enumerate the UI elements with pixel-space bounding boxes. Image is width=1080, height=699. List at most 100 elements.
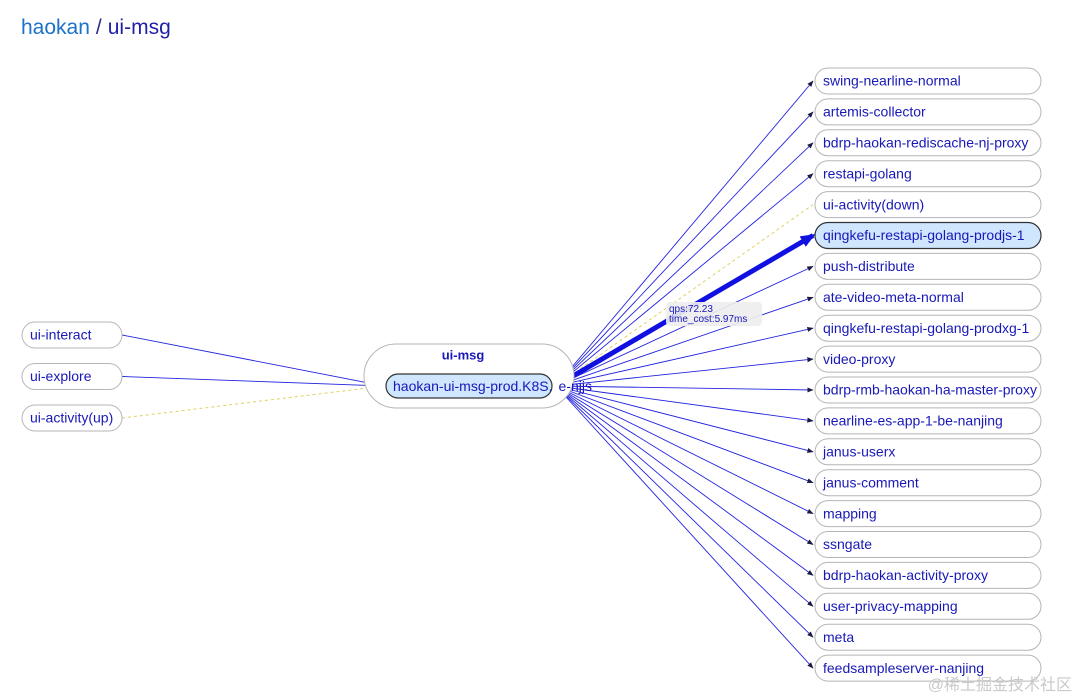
breadcrumb-separator: / xyxy=(95,16,102,39)
downstream-node-restapi-golang[interactable]: restapi-golang xyxy=(814,160,1042,188)
node-label: user-privacy-mapping xyxy=(823,598,958,614)
node-box[interactable] xyxy=(814,283,1042,311)
node-label: push-distribute xyxy=(823,258,915,274)
edge-tooltip: qps:72.23 time_cost:5.97ms xyxy=(666,302,762,326)
node-box[interactable] xyxy=(814,252,1042,280)
downstream-node-mapping[interactable]: mapping xyxy=(814,500,1042,528)
breadcrumb-current: ui-msg xyxy=(107,16,171,39)
downstream-node-janus-comment[interactable]: janus-comment xyxy=(814,469,1042,497)
downstream-node-bdrp-rmb-haokan-ha-master-proxy[interactable]: bdrp-rmb-haokan-ha-master-proxy xyxy=(814,376,1042,404)
downstream-node-bdrp-haokan-rediscache-nj-proxy[interactable]: bdrp-haokan-rediscache-nj-proxy xyxy=(814,129,1042,157)
downstream-node-bdrp-haokan-activity-proxy[interactable]: bdrp-haokan-activity-proxy xyxy=(814,561,1042,589)
node-label: ui-activity(up) xyxy=(30,410,113,426)
downstream-node-meta[interactable]: meta xyxy=(814,623,1042,651)
upstream-node-ui-activity-up[interactable]: ui-activity(up) xyxy=(21,404,123,432)
downstream-node-ssngate[interactable]: ssngate xyxy=(814,531,1042,558)
node-box[interactable] xyxy=(814,345,1042,373)
edge-center-to-ui-activity-down xyxy=(555,204,814,387)
upstream-node-ui-explore[interactable]: ui-explore xyxy=(21,363,123,390)
downstream-node-feedsampleserver-nanjing[interactable]: feedsampleserver-nanjing xyxy=(814,654,1042,682)
node-box[interactable] xyxy=(814,654,1042,682)
edge-center-to-mapping xyxy=(555,385,814,515)
downstream-node-ui-activity-down[interactable]: ui-activity(down) xyxy=(814,191,1042,219)
downstream-node-qingkefu-restapi-golang-prodjs-1[interactable]: qingkefu-restapi-golang-prodjs-1 xyxy=(814,221,1042,250)
node-label: meta xyxy=(823,629,854,645)
node-label: bdrp-haokan-rediscache-nj-proxy xyxy=(823,135,1028,151)
node-box[interactable] xyxy=(21,404,123,432)
downstream-nodes: swing-nearline-normal artemis-collector bd… xyxy=(814,67,1042,682)
node-box[interactable] xyxy=(814,531,1042,558)
edge-ui-interact-to-center xyxy=(121,334,385,388)
edge-tooltip-bg xyxy=(666,302,762,326)
node-label: mapping xyxy=(823,505,877,521)
node-box[interactable] xyxy=(814,191,1042,219)
node-box[interactable] xyxy=(814,623,1042,651)
node-box[interactable] xyxy=(814,67,1042,95)
breadcrumb: haokan/ui-msg xyxy=(21,14,171,42)
node-label: ui-explore xyxy=(30,368,92,384)
node-box[interactable] xyxy=(814,129,1042,157)
node-label: swing-nearline-normal xyxy=(823,73,961,89)
node-box[interactable] xyxy=(814,160,1042,188)
node-label: feedsampleserver-nanjing xyxy=(823,660,984,676)
node-box[interactable] xyxy=(814,500,1042,528)
downstream-node-nearline-es-app-1-be-nanjing[interactable]: nearline-es-app-1-be-nanjing xyxy=(814,407,1042,435)
edge-ui-explore-to-center xyxy=(121,376,385,389)
downstream-node-janus-userx[interactable]: janus-userx xyxy=(814,438,1042,466)
node-box[interactable] xyxy=(814,98,1042,126)
node-box[interactable] xyxy=(21,321,123,349)
downstream-node-swing-nearline-normal[interactable]: swing-nearline-normal xyxy=(814,67,1042,95)
upstream-nodes: ui-interact ui-explore ui-activity(up) xyxy=(21,321,123,432)
edge-center-to-meta xyxy=(555,385,814,638)
center-node-box[interactable] xyxy=(385,373,553,399)
edge-center-to-ssngate xyxy=(555,385,814,545)
node-label: ssngate xyxy=(823,536,872,552)
edge-center-to-feedsampleserver-nanjing xyxy=(555,385,814,669)
upstream-node-ui-interact[interactable]: ui-interact xyxy=(21,321,123,349)
node-box[interactable] xyxy=(814,469,1042,497)
edge-center-to-janus-comment xyxy=(555,385,814,484)
edge-center-to-artemis-collector xyxy=(555,111,814,387)
node-box[interactable] xyxy=(814,592,1042,620)
node-box[interactable] xyxy=(814,314,1042,342)
center-node-label[interactable]: haokan-ui-msg-prod.K8S.e-njjs xyxy=(393,378,592,394)
downstream-node-user-privacy-mapping[interactable]: user-privacy-mapping xyxy=(814,592,1042,620)
edge-tooltip-time-cost: time_cost:5.97ms xyxy=(669,314,747,325)
downstream-node-video-proxy[interactable]: video-proxy xyxy=(814,345,1042,373)
edge-center-to-nearline-es-app-1-be-nanjing xyxy=(555,385,814,423)
node-box[interactable] xyxy=(814,438,1042,466)
downstream-node-qingkefu-restapi-golang-prodxg-1[interactable]: qingkefu-restapi-golang-prodxg-1 xyxy=(814,314,1042,342)
node-box[interactable] xyxy=(814,221,1042,250)
node-box[interactable] xyxy=(814,407,1042,435)
node-box[interactable] xyxy=(814,561,1042,589)
node-label: restapi-golang xyxy=(823,165,912,181)
breadcrumb-parent-link[interactable]: haokan xyxy=(21,16,90,39)
edge-center-to-video-proxy xyxy=(555,357,814,387)
edge-center-to-bdrp-rmb-haokan-ha-master-proxy xyxy=(555,385,814,393)
downstream-node-artemis-collector[interactable]: artemis-collector xyxy=(814,98,1042,126)
node-box[interactable] xyxy=(814,376,1042,404)
node-label: bdrp-haokan-activity-proxy xyxy=(823,567,988,583)
edges-layer xyxy=(121,80,816,669)
watermark: @稀土掘金技术社区 xyxy=(927,677,1072,694)
edge-ui-activity-up-to-center xyxy=(121,385,385,419)
edge-center-to-bdrp-haokan-rediscache-nj-proxy xyxy=(555,142,814,387)
cluster-title: ui-msg xyxy=(442,347,485,362)
node-label: artemis-collector xyxy=(823,104,926,120)
downstream-node-ate-video-meta-normal[interactable]: ate-video-meta-normal xyxy=(814,283,1042,311)
edge-center-to-restapi-golang xyxy=(555,173,814,387)
center-node-suffix: e-njjs xyxy=(559,378,592,394)
node-box[interactable] xyxy=(21,363,123,390)
node-label: bdrp-rmb-haokan-ha-master-proxy xyxy=(823,382,1037,398)
node-label: ui-activity(down) xyxy=(823,196,924,212)
edge-center-to-swing-nearline-normal xyxy=(555,80,814,387)
node-label: video-proxy xyxy=(823,351,895,367)
edge-center-to-ate-video-meta-normal xyxy=(555,296,814,387)
edge-center-to-user-privacy-mapping xyxy=(555,385,814,607)
edge-center-to-bdrp-haokan-activity-proxy xyxy=(555,385,814,576)
downstream-node-push-distribute[interactable]: push-distribute xyxy=(814,252,1042,280)
node-label: qingkefu-restapi-golang-prodxg-1 xyxy=(823,320,1029,336)
edge-center-to-qingkefu-restapi-golang-prodxg-1 xyxy=(555,326,814,387)
node-label: ui-interact xyxy=(30,327,92,343)
